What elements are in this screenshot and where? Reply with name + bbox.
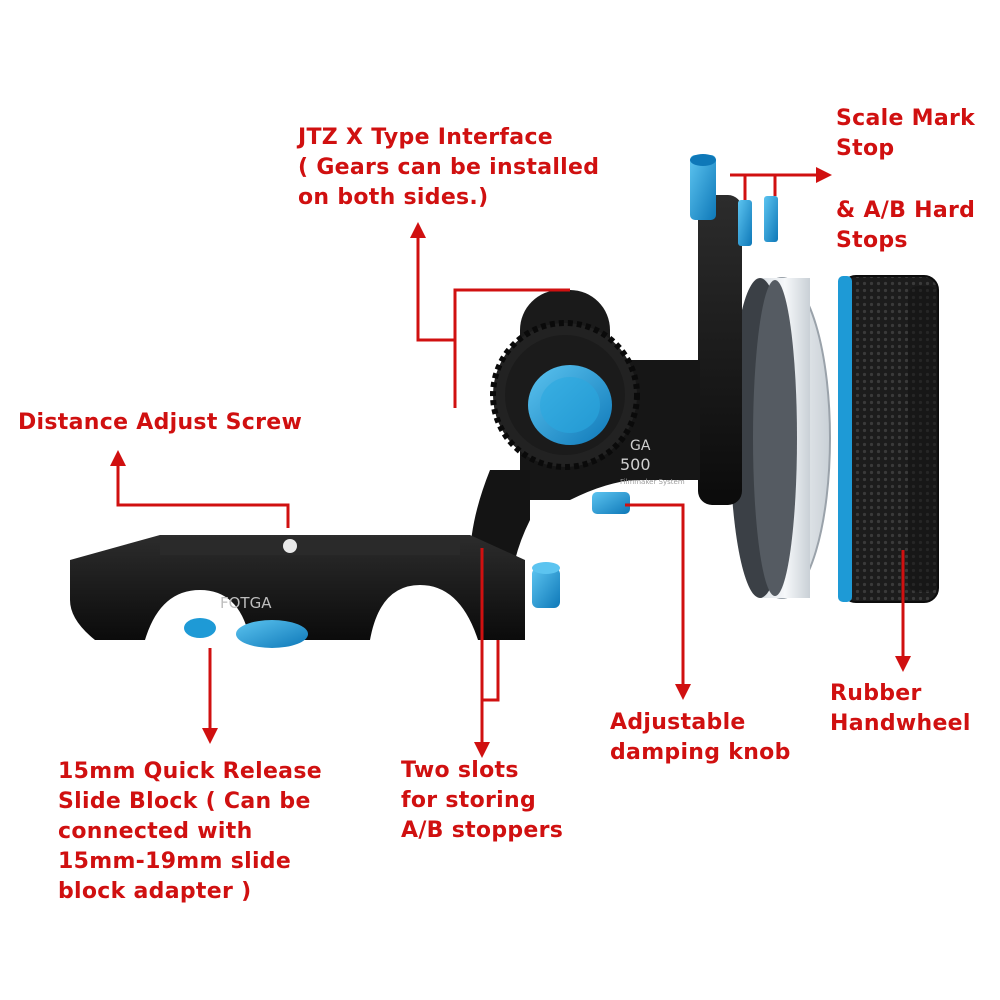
label-scale-mark-stop: Scale Mark Stop [836,106,976,161]
label-damping-knob: Adjustable damping knob [610,710,791,765]
model-subtitle-text: Filmmaker System [620,478,685,486]
label-ab-hard-stops: & A/B Hard Stops [836,198,976,253]
gear-drive [490,290,640,470]
label-two-slots: Two slots for storing A/B stoppers [401,758,564,843]
brand-text: FOTGA [220,594,272,612]
gear-brand-text: GA [630,438,651,454]
scale-mark-stop [690,154,778,246]
damping-knob [592,492,630,514]
label-slide-block: 15mm Quick Release Slide Block ( Can be … [58,759,322,904]
label-rubber-handwheel: Rubber Handwheel [830,681,971,736]
model-text: 500 [620,455,651,474]
label-distance-adjust-screw: Distance Adjust Screw [18,410,303,435]
arrow-heads [110,167,911,758]
annotation-arrows [116,173,905,745]
label-interface: JTZ X Type Interface ( Gears can be inst… [298,125,600,210]
rubber-handwheel [730,275,939,603]
slide-block: FOTGA [70,470,560,648]
